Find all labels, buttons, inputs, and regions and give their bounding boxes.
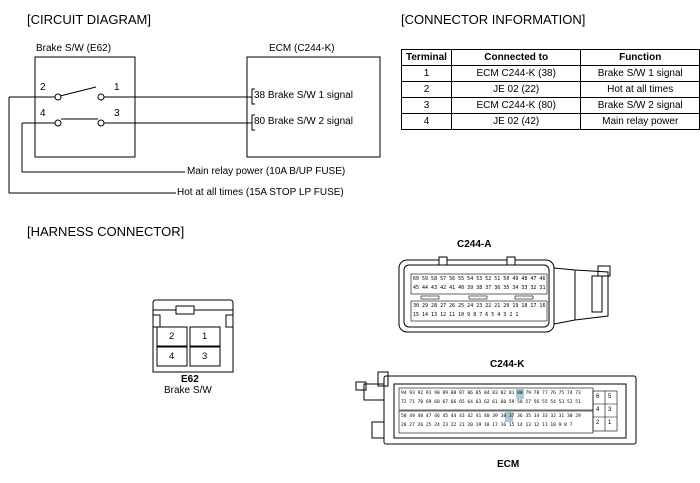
ecm-signal-38: 38 Brake S/W 1 signal xyxy=(254,90,353,101)
table-row: 3 ECM C244-K (80) Brake S/W 2 signal xyxy=(401,97,700,114)
connector-info-title: [CONNECTOR INFORMATION] xyxy=(401,12,586,27)
cell-function: Hot at all times xyxy=(580,81,700,98)
cell-terminal: 3 xyxy=(401,97,452,114)
e62-pin-3: 3 xyxy=(202,351,208,362)
c244a-pin-row-3: 30 29 28 27 26 25 24 23 22 21 20 19 18 1… xyxy=(413,303,546,309)
c244k-side-pin-4: 4 xyxy=(596,407,600,413)
e62-pin-2: 2 xyxy=(169,331,175,342)
cell-function: Brake S/W 1 signal xyxy=(580,65,700,82)
cell-terminal: 1 xyxy=(401,65,452,82)
pin-2-label: 2 xyxy=(40,82,46,93)
c244k-side-pin-6: 6 xyxy=(596,394,600,400)
c244a-label: C244-A xyxy=(457,239,492,250)
c244a-pin-row-2: 45 44 43 42 41 40 39 38 37 36 35 34 33 3… xyxy=(413,285,546,291)
ecm-label: ECM (C244-K) xyxy=(269,43,335,54)
pin-3-label: 3 xyxy=(114,108,120,119)
cell-connected-to: JE 02 (22) xyxy=(450,81,582,98)
c244a-pin-row-1: 60 59 58 57 56 55 54 53 52 51 50 49 48 4… xyxy=(413,276,546,282)
e62-pin-4: 4 xyxy=(169,351,175,362)
cell-connected-to: JE 02 (42) xyxy=(450,113,582,130)
c244k-side-pin-3: 3 xyxy=(608,407,612,413)
header-connected-to: Connected to xyxy=(450,49,582,66)
c244k-side-pin-5: 5 xyxy=(608,394,612,400)
e62-pin-1: 1 xyxy=(202,331,208,342)
header-terminal: Terminal xyxy=(401,49,452,66)
c244k-side-pin-2: 2 xyxy=(596,420,600,426)
brake-switch-label: Brake S/W (E62) xyxy=(36,43,112,54)
c244k-pin-row-2: 72 71 70 69 68 67 66 65 64 63 62 61 60 5… xyxy=(401,400,581,405)
hot-at-all-times-label: Hot at all times (15A STOP LP FUSE) xyxy=(177,187,344,198)
pin-4-label: 4 xyxy=(40,108,46,119)
table-row: 2 JE 02 (22) Hot at all times xyxy=(401,81,700,98)
c244k-pin-row-3: 50 49 48 47 46 45 44 43 42 41 40 39 38 3… xyxy=(401,414,581,419)
harness-connector-title: [HARNESS CONNECTOR] xyxy=(27,224,185,239)
header-function: Function xyxy=(580,49,700,66)
pin-1-label: 1 xyxy=(114,82,120,93)
e62-name: E62 xyxy=(181,374,199,385)
c244k-pin-row-4: 28 27 26 25 24 23 22 21 20 19 18 17 16 1… xyxy=(401,423,573,428)
c244k-side-pin-1: 1 xyxy=(608,420,612,426)
c244k-pin-row-1: 94 93 92 91 90 89 88 87 86 85 84 83 82 8… xyxy=(401,391,581,396)
connector-info-table: Terminal Connected to Function 1 ECM C24… xyxy=(401,49,700,130)
table-row: 1 ECM C244-K (38) Brake S/W 1 signal xyxy=(401,65,700,82)
cell-terminal: 2 xyxy=(401,81,452,98)
cell-connected-to: ECM C244-K (38) xyxy=(450,65,582,82)
cell-connected-to: ECM C244-K (80) xyxy=(450,97,582,114)
cell-function: Brake S/W 2 signal xyxy=(580,97,700,114)
ecm-connector-label: ECM xyxy=(497,459,520,470)
circuit-diagram-title: [CIRCUIT DIAGRAM] xyxy=(27,12,151,27)
c244a-pin-row-4: 15 14 13 12 11 10 9 8 7 6 5 4 3 2 1 xyxy=(413,312,519,318)
main-relay-power-label: Main relay power (10A B/UP FUSE) xyxy=(187,166,346,177)
c244k-label: C244-K xyxy=(490,359,525,370)
cell-function: Main relay power xyxy=(580,113,700,130)
ecm-signal-80: 80 Brake S/W 2 signal xyxy=(254,116,353,127)
cell-terminal: 4 xyxy=(401,113,452,130)
table-row: 4 JE 02 (42) Main relay power xyxy=(401,113,700,130)
e62-description: Brake S/W xyxy=(164,385,212,396)
table-header-row: Terminal Connected to Function xyxy=(401,49,700,66)
